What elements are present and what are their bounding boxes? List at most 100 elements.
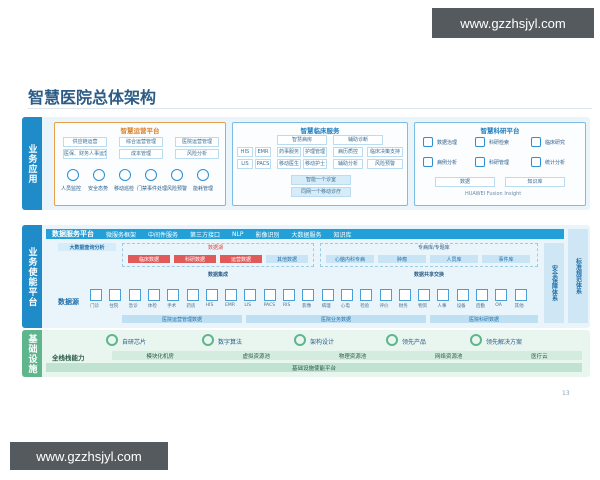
warning-icon: [171, 169, 183, 181]
data-source-item: 财务: [398, 304, 408, 309]
security-system-bar: 安全保障体系: [544, 243, 564, 323]
data-source-icon: [186, 289, 199, 301]
infra-foot-label: 基础设施使能平台: [291, 365, 336, 372]
clinical-chip: 移动护士: [303, 159, 327, 169]
patrol-icon: [119, 169, 131, 181]
ops-platform-panel: 智慧运营平台 供应链运营 综合运营管理 医院运营管理 医保、财务人事运营 成本管…: [54, 122, 226, 206]
research-item: 数据治理: [437, 140, 458, 146]
clinical-chip: 护理管理: [303, 147, 327, 157]
ops-chip: 医院运营管理: [175, 137, 219, 147]
data-source-icon: [476, 289, 488, 301]
service-item: 知识库: [333, 231, 352, 239]
clinical-service-panel: 智慧临床服务 HIS EMR LIS PACS 智慧病房 辅助诊断 药事服务 护…: [232, 122, 408, 206]
architecture-icon: [294, 334, 306, 346]
data-exchange-label: 数据共享交换: [413, 271, 444, 278]
data-source-icon: [167, 289, 180, 301]
stats-icon: [531, 157, 541, 167]
data-source-icon: [379, 289, 392, 301]
data-source-item: 急诊: [128, 304, 138, 309]
data-integration-label: 数据集成: [207, 271, 228, 278]
ops-chip: 医保、财务人事运营: [63, 149, 107, 159]
clinical-chip: EMR: [255, 147, 271, 157]
clinical-chip: 移动医生: [277, 159, 301, 169]
resource-item: 模块化机房: [146, 353, 174, 360]
data-source-icon: [418, 289, 431, 301]
data-source-item: HIS: [205, 303, 214, 308]
service-item: 第三方接口: [190, 231, 221, 239]
infra-item: 领先解决方案: [486, 339, 523, 346]
data-source-icon: [263, 289, 276, 301]
research-platform-title: 智慧科研平台: [480, 127, 520, 135]
research-chip: 数据: [435, 177, 495, 187]
standard-system-bar: 标准规范体系: [568, 229, 588, 323]
door-icon: [145, 169, 157, 181]
clinical-chip: 药事服务: [277, 147, 301, 157]
ops-item: 人员监控: [61, 186, 82, 192]
clinical-chip: 临床决策支持: [367, 147, 403, 157]
topic-db-title: 专病库/专题库: [418, 245, 450, 251]
service-item: 微服务框架: [106, 231, 137, 239]
data-source-item: OA: [495, 303, 502, 308]
resource-item: 虚拟资源池: [242, 353, 271, 360]
data-source-icon: [205, 289, 218, 301]
data-governance-icon: [423, 137, 433, 147]
watermark-top: www.gzzhsjyl.com: [432, 8, 594, 38]
data-source-item: LIS: [244, 303, 252, 308]
research-platform-panel: 智慧科研平台 数据治理 科研检索 临床研究 病例分析 科研管理 统计分析 数据 …: [414, 122, 586, 206]
lake-item: 科研数据: [174, 255, 216, 263]
page-title: 智慧医院总体架构: [28, 88, 157, 107]
data-source-icon: [398, 289, 411, 301]
ops-chip: 综合运营管理: [119, 137, 163, 147]
data-source-item: 其他: [514, 304, 524, 309]
data-source-icon: [360, 289, 373, 301]
topic-db-box: [320, 243, 538, 267]
infra-item: 领先产品: [402, 339, 427, 346]
ops-chip: 供应链运营: [63, 137, 107, 147]
solution-icon: [470, 334, 482, 346]
search-icon: [475, 137, 485, 147]
data-source-item: 住院: [109, 304, 119, 309]
service-item: NLP: [232, 230, 244, 238]
data-source-icon: [302, 289, 315, 301]
business-application-label: 业务应用: [22, 117, 42, 210]
data-source-icon: [90, 289, 102, 301]
algorithm-icon: [202, 334, 214, 346]
data-source-icon: [283, 289, 295, 301]
manage-icon: [475, 157, 485, 167]
data-source-item: 手术: [167, 304, 177, 309]
resource-item: 物理资源池: [338, 353, 367, 360]
topic-item: 事件库: [482, 255, 530, 263]
source-group: 医院业务数据: [246, 315, 426, 323]
data-source-icon: [514, 289, 527, 301]
data-source-icon: [456, 289, 469, 301]
data-lake-box: [122, 243, 314, 267]
watermark-bottom: www.gzzhsjyl.com: [10, 442, 168, 470]
ops-item: 移动巡检: [114, 186, 135, 192]
data-source-icon: [437, 289, 450, 301]
research-item: 科研检索: [489, 140, 510, 146]
resource-bar: 模块化机房 虚拟资源池 物理资源池 网络资源池 医疗云: [112, 351, 582, 360]
topic-item: 人员库: [430, 255, 478, 263]
data-source-icon: [147, 289, 160, 301]
research-item: 病例分析: [437, 160, 458, 166]
data-source-item: 门诊: [90, 304, 99, 309]
data-source-icon: [225, 289, 238, 301]
research-chip: 知识库: [505, 177, 565, 187]
research-item: 科研管理: [489, 160, 510, 166]
bigdata-query-box: 大数据查询分析: [58, 243, 116, 251]
data-source-item: RIS: [283, 303, 291, 308]
data-source-item: 人事: [437, 304, 447, 309]
clinical-chip: HIS: [237, 147, 253, 157]
data-source-item: 评价: [379, 304, 389, 309]
title-divider: [28, 108, 592, 109]
ops-chip: 成本管理: [119, 149, 163, 159]
data-lake-title: 数据湖: [208, 245, 224, 251]
data-source-item: 物资: [418, 304, 428, 309]
research-item: 统计分析: [545, 160, 566, 166]
clinical-chip: 辅助分析: [333, 159, 363, 169]
service-item: 影像识别: [255, 231, 280, 239]
data-service-title: 数据服务平台: [52, 230, 94, 238]
lake-item: 运营数据: [220, 255, 262, 263]
lake-item: 临床数据: [128, 255, 170, 263]
data-source-icon: [128, 289, 141, 301]
